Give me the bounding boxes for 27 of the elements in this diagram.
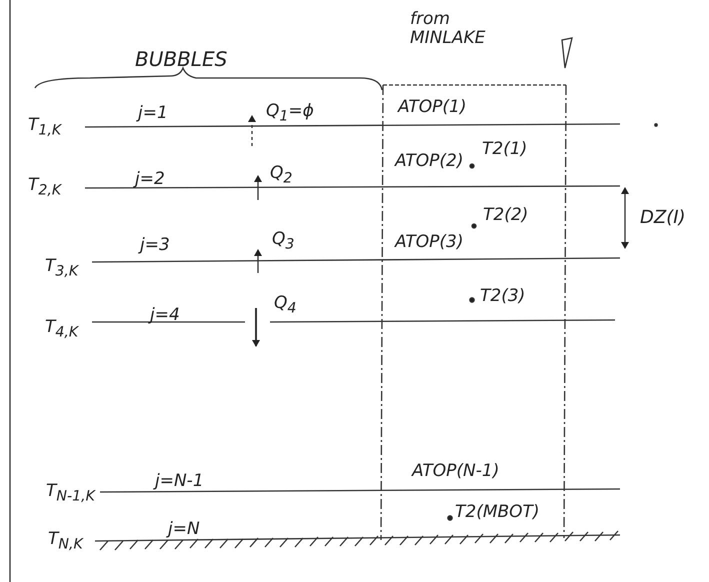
- variable-label: j=N: [168, 520, 200, 539]
- heading-label: BUBBLES: [135, 48, 228, 70]
- variable-label: T2(1): [482, 140, 528, 159]
- variable-label: T2(2): [483, 206, 528, 225]
- variable-label: Q$_{3}$: [272, 230, 294, 253]
- variable-label: DZ(I): [640, 208, 686, 228]
- variable-label: T2(3): [480, 287, 526, 306]
- variable-label: T$_{N,K}$: [48, 530, 83, 553]
- variable-label: j=1: [138, 104, 168, 123]
- variable-label: Q$_{2}$: [270, 164, 292, 187]
- variable-label: j=4: [150, 306, 180, 325]
- variable-label: ATOP(1): [398, 98, 466, 117]
- variable-label: T$_{2,K}$: [28, 176, 62, 199]
- variable-label: Q$_{1}$=ϕ: [266, 102, 314, 125]
- variable-label: T$_{1,K}$: [28, 116, 62, 139]
- variable-label: j=2: [135, 170, 165, 189]
- variable-label: ATOP(2): [395, 152, 464, 171]
- variable-label: Q$_{4}$: [274, 294, 296, 317]
- variable-label: j=N-1: [155, 472, 204, 491]
- variable-label: j=3: [140, 236, 170, 255]
- variable-label: T$_{N-1,K}$: [46, 482, 95, 505]
- variable-label: ATOP(N-1): [412, 462, 500, 481]
- variable-label: T$_{4,K}$: [45, 318, 78, 341]
- variable-label: T$_{3,K}$: [45, 257, 78, 280]
- variable-label: T2(MBOT): [455, 503, 540, 522]
- heading-label: from MINLAKE: [410, 10, 486, 48]
- variable-label: ATOP(3): [395, 233, 464, 252]
